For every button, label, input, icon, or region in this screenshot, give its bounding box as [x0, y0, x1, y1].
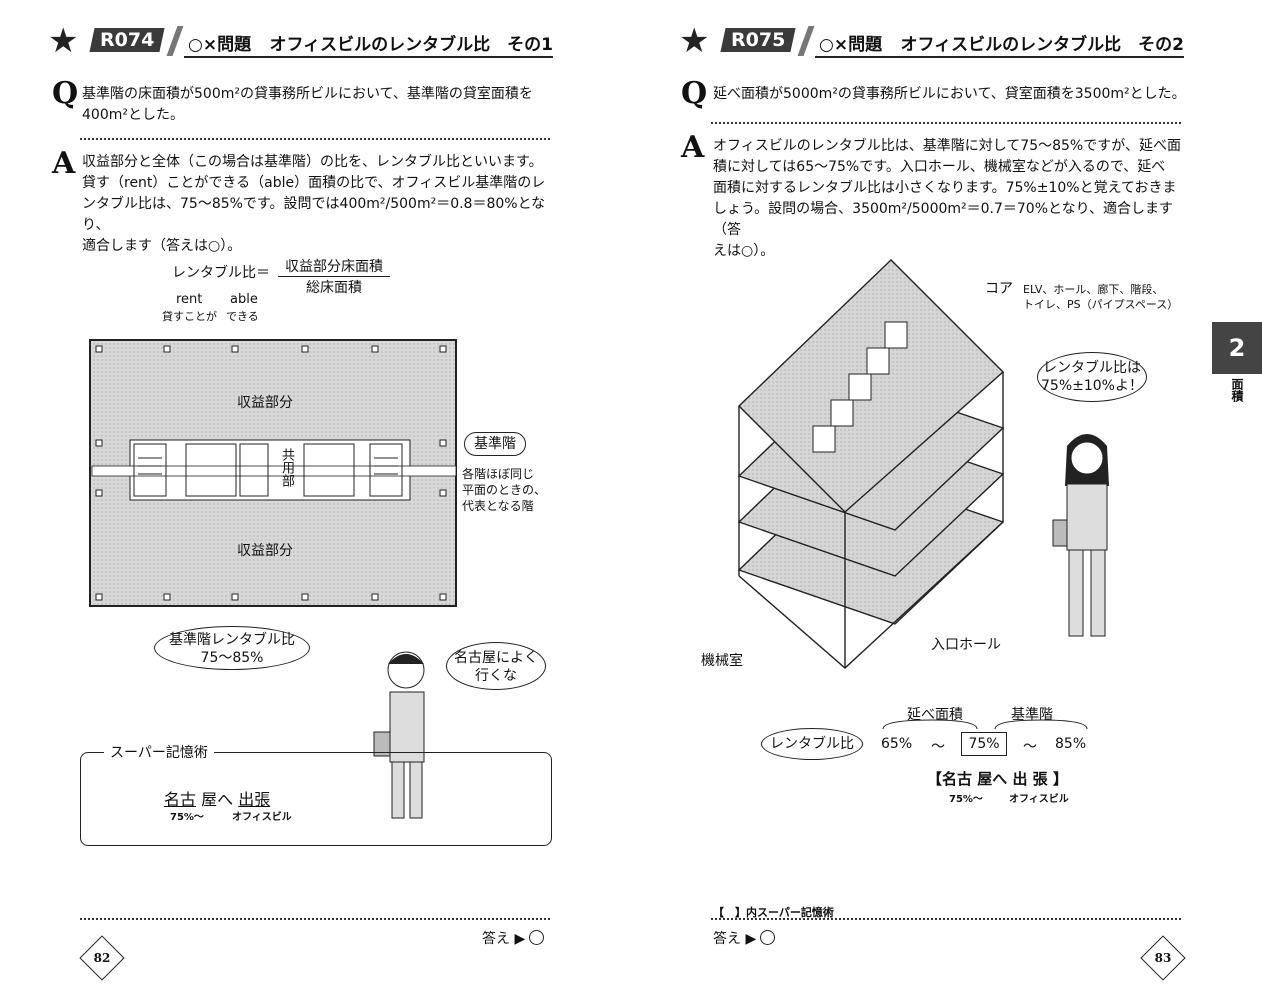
header-rule — [815, 56, 1184, 58]
plan-core-label: 共用部 — [279, 448, 294, 487]
rent-jp: 貸すことが — [162, 310, 217, 323]
formula: レンタブル比＝ 収益部分床面積 総床面積 — [172, 259, 390, 296]
page-number: 82 — [79, 935, 125, 981]
callout-standard-floor: 基準階 — [464, 432, 526, 456]
formula-denominator: 総床面積 — [306, 280, 362, 296]
memory-line: 【名古 屋へ 出 張 】 — [927, 770, 1068, 788]
star-icon: ★ — [679, 21, 710, 61]
formula-lhs: レンタブル比＝ — [172, 265, 270, 281]
problem-code: R075 — [720, 28, 796, 52]
scale-65: 65% — [881, 736, 913, 752]
scale-85: 85% — [1055, 736, 1087, 752]
core-label: コア — [985, 281, 1013, 297]
scale-label-bubble: レンタブル比 — [761, 728, 863, 760]
standard-floor-note: 各階ほぼ同じ平面のときの、代表となる階 — [462, 467, 547, 513]
floor-plan — [89, 339, 457, 607]
question-type: ○×問題 — [819, 35, 883, 55]
entrance-label: 入口ホール — [931, 637, 1001, 653]
page-right: ★ R075 ○×問題 オフィスビルのレンタブル比 その2 Q 延べ面積が500… — [631, 0, 1262, 1000]
answer-text: 収益部分と全体（この場合は基準階）の比を、レンタブル比といいます。貸す（rent… — [82, 154, 546, 254]
header: ★ R075 ○×問題 オフィスビルのレンタブル比 その2 — [679, 21, 1185, 61]
scale-brackets — [882, 719, 1088, 730]
plan-label-top: 収益部分 — [237, 395, 293, 411]
businesswoman-illustration — [1052, 434, 1109, 637]
answer-label: 答え ▶ — [713, 928, 776, 948]
q-mark: Q — [681, 76, 708, 111]
scale-75: 75% — [961, 732, 1007, 756]
star-icon: ★ — [48, 21, 79, 61]
memory-box — [80, 752, 552, 846]
chapter-tab-label: 面積 — [1230, 378, 1244, 402]
memory-sub-a: 75%〜 — [170, 812, 204, 823]
memory-sub-a: 75%〜 — [949, 794, 983, 805]
building-isometric — [737, 259, 1005, 669]
bubble-man: 名古屋によく行くな — [446, 642, 546, 690]
memory-phrase: 名古 屋へ 出張 — [164, 790, 271, 809]
rent-label: rent — [176, 292, 203, 307]
header-separator — [166, 26, 184, 56]
scale-tilde-2: 〜 — [1023, 739, 1037, 755]
q-mark: Q — [52, 76, 79, 111]
question-text: 延べ面積が5000m²の貸事務所ビルにおいて、貸室面積を3500m²とした。 — [713, 86, 1186, 102]
chapter-tab: 2 — [1212, 322, 1262, 374]
divider — [80, 138, 550, 140]
page-title: オフィスビルのレンタブル比 その2 — [900, 35, 1185, 55]
header: ★ R074 ○×問題 オフィスビルのレンタブル比 その1 — [48, 21, 554, 61]
scale-tilde-1: 〜 — [931, 739, 945, 755]
circle-icon — [760, 930, 776, 945]
footer-divider — [711, 918, 1181, 920]
footer-divider — [80, 918, 550, 920]
footnote: 【 】内スーパー記憶術 — [713, 906, 834, 919]
core-note: ELV、ホール、廊下、階段、トイレ、PS（パイプスペース） — [1023, 283, 1179, 311]
a-mark: A — [681, 130, 705, 165]
header-rule — [184, 56, 553, 58]
problem-code: R074 — [89, 28, 165, 52]
question-type: ○×問題 — [188, 35, 252, 55]
able-jp: できる — [226, 310, 259, 323]
answer-text: オフィスビルのレンタブル比は、基準階に対して75〜85%ですが、延べ面積に対して… — [713, 138, 1181, 259]
page-title: オフィスビルのレンタブル比 その1 — [269, 35, 554, 55]
formula-numerator: 収益部分床面積 — [278, 256, 390, 277]
header-separator — [797, 26, 815, 56]
scale-standard-label: 基準階 — [1011, 707, 1053, 723]
answer-label: 答え ▶ — [482, 928, 545, 948]
page-number: 83 — [1140, 935, 1186, 981]
businessman-illustration — [373, 651, 425, 819]
memory-sub-c: オフィスビル — [1009, 794, 1069, 805]
machine-room-label: 機械室 — [701, 653, 743, 669]
a-mark: A — [52, 146, 76, 181]
divider — [711, 122, 1181, 124]
memory-title: スーパー記憶術 — [104, 742, 214, 762]
scale-gross-label: 延べ面積 — [907, 707, 963, 723]
able-label: able — [230, 292, 258, 307]
plan-label-bottom: 収益部分 — [237, 543, 293, 559]
memory-sub-c: オフィスビル — [232, 812, 292, 823]
circle-icon — [529, 930, 545, 945]
page-left: ★ R074 ○×問題 オフィスビルのレンタブル比 その1 Q 基準階の床面積が… — [48, 21, 554, 981]
